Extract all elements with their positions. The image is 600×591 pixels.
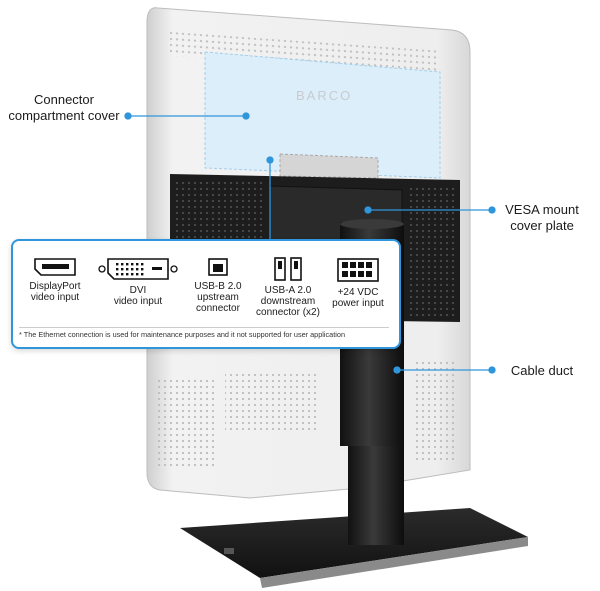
displayport-icon: [33, 257, 77, 277]
dvi-icon: [98, 257, 178, 281]
connector-compartment-cover: BARCO: [205, 52, 440, 178]
ethernet-footnote: * The Ethernet connection is used for ma…: [19, 327, 389, 339]
label-vesa-mount-cover-plate: VESA mount cover plate: [500, 202, 584, 234]
label-cable-duct: Cable duct: [502, 363, 582, 379]
usb-b-icon: [207, 257, 229, 277]
power-input-icon: [336, 257, 380, 283]
label-connector-compartment-cover: Connector compartment cover: [6, 92, 122, 124]
connector-panel: DisplayPort video input DVI vi: [11, 239, 401, 349]
usb-a-icon: [273, 257, 303, 281]
connector-power: +24 VDC power input: [308, 257, 408, 309]
brand-logo: BARCO: [296, 88, 352, 103]
